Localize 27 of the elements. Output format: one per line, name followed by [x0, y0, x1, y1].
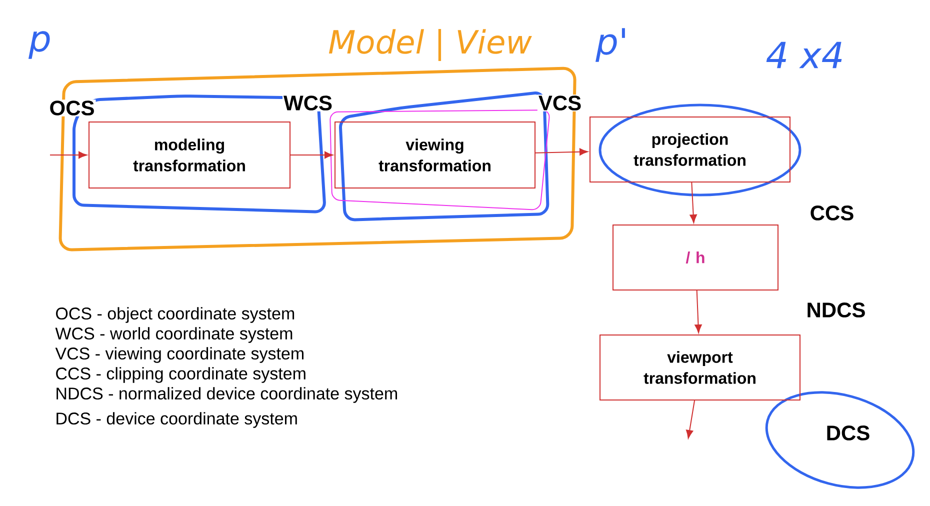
arrow	[50, 151, 88, 159]
abbreviation-note: NDCS - normalized device coordinate system	[56, 387, 397, 403]
coordinate-system-label: NDCS	[808, 302, 865, 318]
abbreviation-note: VCS - viewing coordinate system	[55, 347, 304, 363]
coordinate-system-label: WCS	[284, 96, 332, 110]
arrow	[535, 148, 588, 156]
abbreviation-note: WCS - world coordinate system	[55, 327, 292, 343]
process-box: / h	[612, 224, 778, 290]
abbreviation-note: OCS - object coordinate system	[56, 307, 294, 323]
process-box: viewing transformation	[334, 122, 536, 188]
handwritten-note: p'	[596, 28, 625, 62]
process-box: viewport transformation	[600, 334, 800, 400]
abbreviation-note: DCS - device coordinate system	[56, 412, 297, 428]
handwritten-note: p	[28, 31, 50, 59]
coordinate-system-label: CCS	[810, 206, 854, 220]
arrow	[690, 182, 697, 224]
handwritten-note: 4 x4	[766, 42, 842, 68]
process-box: modeling transformation	[88, 122, 290, 188]
coordinate-system-label: DCS	[827, 426, 870, 440]
abbreviation-note: CCS - clipping coordinate system	[56, 367, 306, 383]
coordinate-system-label: VCS	[538, 96, 581, 110]
process-box: projection transformation	[590, 116, 790, 182]
arrow	[694, 290, 702, 334]
arrow	[290, 151, 334, 159]
handwritten-note: Model | View	[328, 29, 532, 61]
coordinate-system-label: OCS	[50, 100, 94, 116]
arrow	[686, 400, 696, 439]
